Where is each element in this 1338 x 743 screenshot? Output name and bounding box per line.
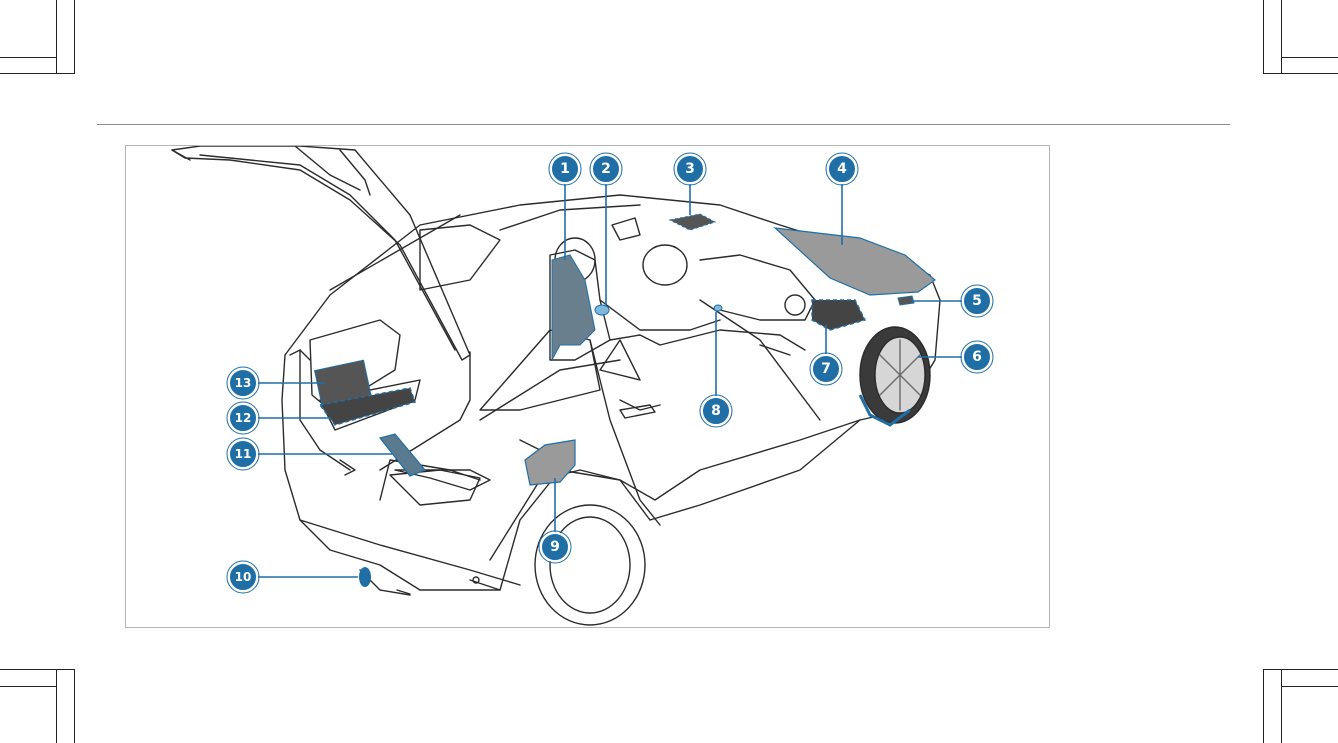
callout-number: 4	[837, 161, 847, 177]
open-tailgate	[172, 146, 470, 360]
callout-1: 1	[549, 153, 581, 185]
callout-number: 1	[560, 161, 570, 177]
callout-number: 12	[235, 411, 252, 425]
callout-number: 10	[235, 570, 252, 584]
callout-number: 11	[235, 447, 252, 461]
item-10-highlight	[359, 567, 371, 587]
item-3-highlight	[670, 214, 715, 230]
rear-wheel	[535, 505, 645, 625]
callout-3: 3	[674, 153, 706, 185]
bonnet-highlight	[775, 228, 935, 295]
front-wheel	[860, 327, 930, 423]
callout-5: 5	[961, 285, 993, 317]
callout-4: 4	[826, 153, 858, 185]
callout-number: 2	[601, 161, 611, 177]
callout-9: 9	[539, 531, 571, 563]
item-5-highlight	[898, 296, 914, 305]
callout-number: 7	[821, 361, 831, 377]
item-8-highlight	[714, 305, 722, 311]
callout-13: 13	[227, 367, 259, 399]
item-7-highlight	[812, 300, 865, 330]
callout-2: 2	[590, 153, 622, 185]
callout-number: 13	[235, 376, 252, 390]
callout-number: 3	[685, 161, 695, 177]
callout-7: 7	[810, 353, 842, 385]
callout-number: 6	[972, 349, 982, 365]
callout-number: 8	[711, 403, 721, 419]
callout-number: 5	[972, 293, 982, 309]
callout-8: 8	[700, 395, 732, 427]
callout-10: 10	[227, 561, 259, 593]
interior	[550, 218, 815, 380]
callout-6: 6	[961, 341, 993, 373]
callout-11: 11	[227, 438, 259, 470]
item-2-highlight	[595, 305, 609, 315]
pillar-1-highlight	[552, 255, 595, 360]
callout-12: 12	[227, 402, 259, 434]
callout-number: 9	[550, 539, 560, 555]
